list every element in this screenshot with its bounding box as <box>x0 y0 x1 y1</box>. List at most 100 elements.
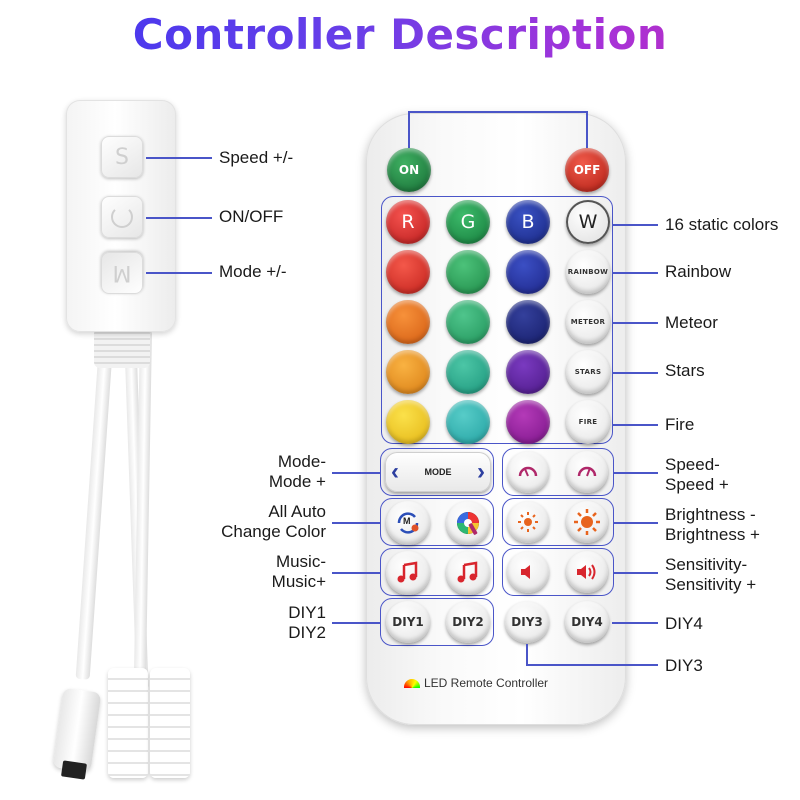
color-button-cyan[interactable] <box>446 400 490 444</box>
stars-button[interactable]: STARS <box>566 350 610 394</box>
onoff-bracket-left <box>408 111 410 149</box>
label-music-2: Music+ <box>271 572 326 591</box>
auto-mode-letter: M <box>403 516 411 526</box>
label-sens-1: Sensitivity- <box>665 555 748 574</box>
fire-leader <box>612 424 658 426</box>
fire-button[interactable]: FIRE <box>566 400 610 444</box>
speed-down-button[interactable] <box>507 451 549 493</box>
color-button-teal[interactable] <box>446 350 490 394</box>
speaker-low-icon <box>521 565 530 579</box>
brightness-up-button[interactable] <box>566 501 608 543</box>
brand-footer: LED Remote Controller <box>404 676 548 690</box>
static-colors-group <box>381 196 613 444</box>
speed-up-button[interactable] <box>566 451 608 493</box>
color-button-purple[interactable] <box>506 350 550 394</box>
music-up-button[interactable] <box>446 551 490 595</box>
auto-leader-line <box>332 522 380 524</box>
diy3-leader-horizontal <box>526 664 658 666</box>
rainbow-button[interactable]: RAINBOW <box>566 250 610 294</box>
green-button[interactable]: G <box>446 200 490 244</box>
color-button-amber[interactable] <box>386 350 430 394</box>
meteor-button[interactable]: METEOR <box>566 300 610 344</box>
connector-male-2 <box>150 668 190 778</box>
connector-female-tip <box>61 760 87 780</box>
label-music-1: Music- <box>275 552 326 571</box>
static-colors-leader <box>612 224 658 226</box>
label-auto-2: Change Color <box>221 522 326 541</box>
diy12-leader-line <box>332 622 380 624</box>
label-speed-1: Speed- <box>665 455 720 474</box>
brightness-down-button[interactable] <box>507 501 549 543</box>
color-palette-icon <box>457 512 479 535</box>
label-diy1: DIY1 <box>288 603 326 622</box>
music-group <box>380 548 494 596</box>
sun-large-icon <box>574 509 600 535</box>
label-diy2: DIY2 <box>288 623 326 642</box>
speed-label: Speed +/- <box>219 148 294 167</box>
rainbow-leader <box>612 272 658 274</box>
onoff-label: ON/OFF <box>219 207 284 226</box>
diy1-button[interactable]: DIY1 <box>386 601 430 643</box>
mode-pill[interactable]: ‹ MODE › <box>385 452 491 492</box>
diy3-leader-vertical <box>526 644 528 664</box>
power-button[interactable] <box>101 196 143 238</box>
diy2-button[interactable]: DIY2 <box>446 601 490 643</box>
speedometer-icon <box>518 466 538 477</box>
mode-text: MODE <box>424 467 452 477</box>
onoff-bracket-right <box>586 111 588 149</box>
color-button-orange[interactable] <box>386 300 430 344</box>
label-static-colors: 16 static colors <box>665 215 779 234</box>
diy4-leader-line <box>612 622 658 624</box>
connector-female <box>52 687 102 773</box>
color-button-yellow[interactable] <box>386 400 430 444</box>
label-meteor: Meteor <box>665 313 718 332</box>
onoff-leader <box>146 217 212 219</box>
mode-leader-line <box>332 472 380 474</box>
color-button-green3[interactable] <box>446 300 490 344</box>
label-bright-1: Brightness - <box>665 505 756 524</box>
color-button-blue2[interactable] <box>506 250 550 294</box>
diy12-group <box>380 598 494 646</box>
blue-button[interactable]: B <box>506 200 550 244</box>
label-rainbow: Rainbow <box>665 262 732 281</box>
sun-small-icon <box>518 512 538 532</box>
white-button[interactable]: W <box>566 200 610 244</box>
mode-leader <box>146 272 212 274</box>
speed-button[interactable]: S <box>101 136 143 178</box>
chevron-right-icon[interactable]: › <box>477 458 485 485</box>
sensitivity-up-button[interactable] <box>566 551 608 593</box>
color-button-green2[interactable] <box>446 250 490 294</box>
brand-text: LED Remote Controller <box>424 676 549 690</box>
mode-button[interactable]: M <box>101 252 143 294</box>
off-button[interactable]: OFF <box>565 148 609 192</box>
music-leader-line <box>332 572 380 574</box>
on-button[interactable]: ON <box>387 148 431 192</box>
diy3-button[interactable]: DIY3 <box>505 601 549 643</box>
page-title: Controller Description <box>0 10 800 59</box>
speaker-high-icon <box>577 564 596 580</box>
music-note-icon <box>457 561 478 583</box>
speedometer-icon <box>577 466 597 477</box>
sensitivity-leader-line <box>613 572 658 574</box>
brightness-leader-line <box>613 522 658 524</box>
cable-strain-relief <box>94 328 150 368</box>
power-icon <box>111 206 133 228</box>
label-sens-2: Sensitivity + <box>665 575 757 594</box>
onoff-bracket-top <box>408 111 587 113</box>
music-down-button[interactable] <box>386 551 430 595</box>
color-change-button[interactable] <box>446 501 490 545</box>
sensitivity-down-button[interactable] <box>507 551 549 593</box>
chevron-left-icon[interactable]: ‹ <box>391 458 399 485</box>
auto-cycle-icon <box>397 512 419 534</box>
red-button[interactable]: R <box>386 200 430 244</box>
speed-leader-line <box>613 472 658 474</box>
mini-controller: S M <box>66 100 176 332</box>
color-button-red2[interactable] <box>386 250 430 294</box>
diy4-button[interactable]: DIY4 <box>565 601 609 643</box>
color-button-navy[interactable] <box>506 300 550 344</box>
color-button-magenta[interactable] <box>506 400 550 444</box>
meteor-leader <box>612 322 658 324</box>
auto-mode-button[interactable] <box>386 501 430 545</box>
label-mode-1: Mode- <box>277 452 326 471</box>
